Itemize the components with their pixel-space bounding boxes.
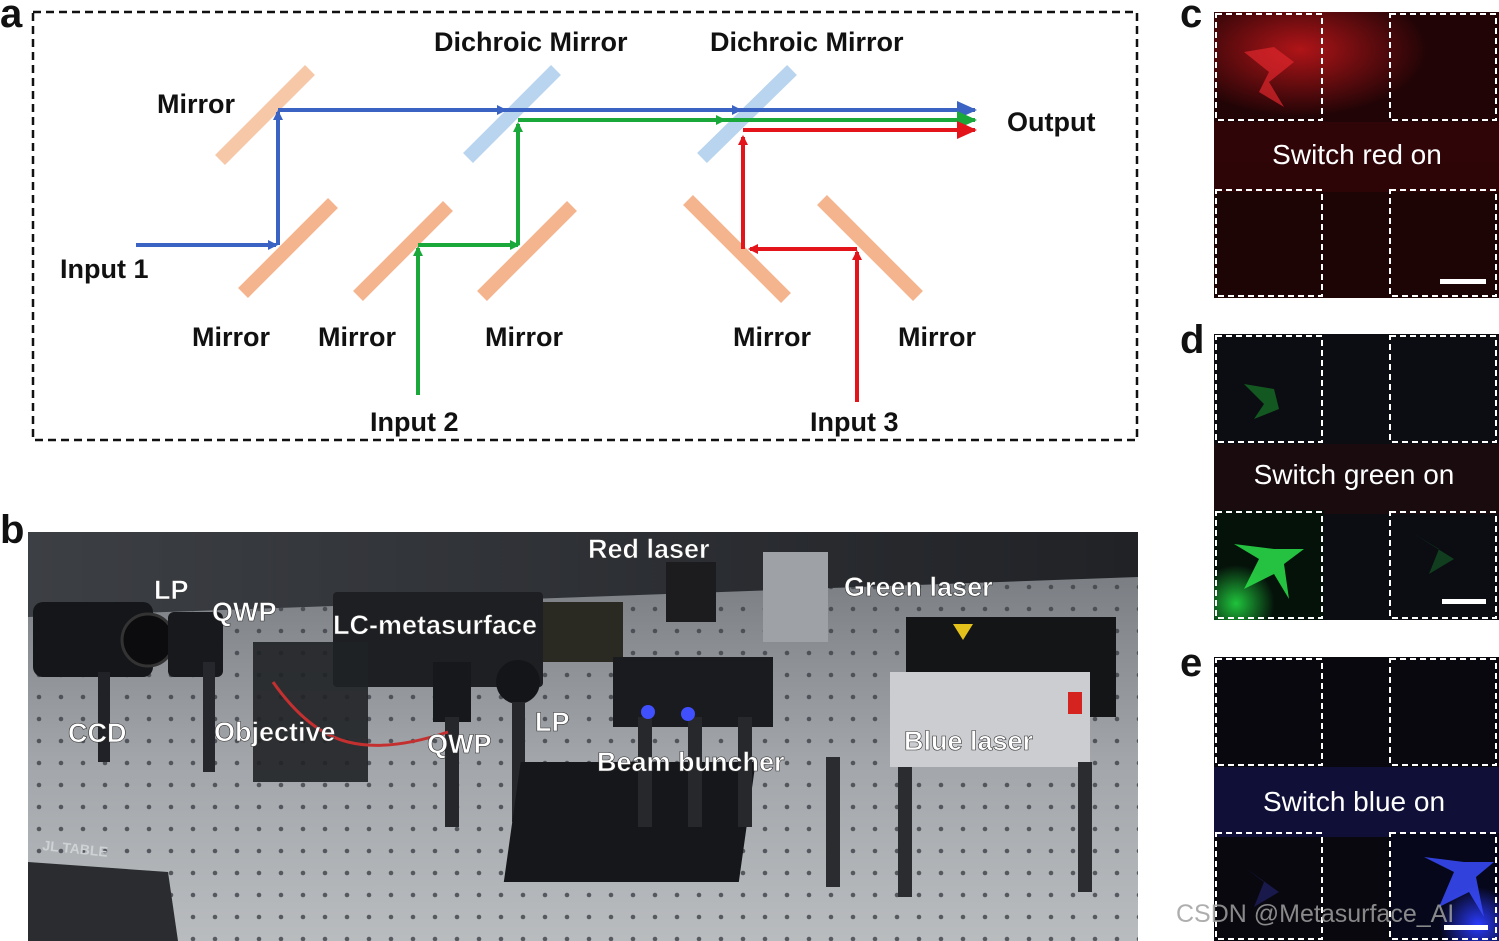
diagram-frame: [31, 10, 1139, 442]
dichroic-mirror-2: [697, 64, 797, 164]
beam-buncher-base: [503, 762, 756, 882]
label-blue-laser: Blue laser: [904, 726, 1034, 756]
watermark: CSDN @Metasurface_AI: [1176, 900, 1455, 928]
table-edge: [28, 862, 178, 941]
label-qwp-2: QWP: [427, 729, 492, 759]
label-objective: Objective: [214, 717, 336, 747]
label-lc-metasurface: LC-metasurface: [333, 610, 537, 640]
caption-blue: Switch blue on: [1263, 786, 1445, 817]
label-input-2: Input 2: [370, 407, 459, 437]
blue-beam: [136, 101, 977, 250]
label-mirror-1: Mirror: [192, 322, 271, 352]
panel-label-d: d: [1180, 318, 1205, 362]
optical-setup-diagram: Mirror Dichroic Mirror Dichroic Mirror O…: [31, 10, 1139, 442]
red-beam: [738, 121, 977, 402]
green-laser-body: [763, 552, 828, 642]
label-green-laser: Green laser: [844, 572, 993, 602]
scale-bar: [1444, 925, 1488, 930]
label-input-3: Input 3: [810, 407, 899, 437]
mirror-input3-left: [683, 195, 791, 303]
panel-label-c: c: [1180, 0, 1203, 36]
label-dichroic-2: Dichroic Mirror: [710, 27, 904, 57]
label-mirror-5: Mirror: [898, 322, 977, 352]
setup-photo: JL TABLE Red laser Green laser LP: [28, 532, 1138, 941]
red-laser-body: [666, 562, 716, 622]
caption-red: Switch red on: [1272, 139, 1442, 170]
label-red-laser: Red laser: [588, 534, 710, 564]
label-lp-2: LP: [535, 707, 570, 737]
scale-bar: [1440, 279, 1486, 284]
label-ccd: CCD: [68, 718, 127, 748]
label-input-1: Input 1: [60, 254, 149, 284]
label-qwp-1: QWP: [212, 597, 277, 627]
mirror-input2-right: [477, 201, 577, 301]
ccd-camera: [33, 602, 153, 677]
table-brand: JL TABLE: [42, 837, 109, 860]
panel-label-b: b: [0, 508, 25, 552]
panel-label-a: a: [0, 0, 23, 36]
micrograph-green: Switch green on: [1214, 334, 1499, 620]
label-dichroic-1: Dichroic Mirror: [434, 27, 628, 57]
label-mirror-2: Mirror: [318, 322, 397, 352]
lc-metasurface-device: [333, 592, 543, 687]
label-output: Output: [1007, 107, 1095, 137]
equipment: [33, 552, 1116, 897]
micrograph-red: Switch red on: [1214, 12, 1499, 298]
mirror-input3-right: [817, 195, 923, 301]
dichroic-mirror-1: [463, 65, 561, 163]
caption-green: Switch green on: [1254, 459, 1455, 490]
mirror-top: [215, 65, 315, 165]
blue-laser-body: [890, 672, 1090, 767]
green-beam: [413, 111, 977, 395]
label-mirror-4: Mirror: [733, 322, 812, 352]
panel-label-e: e: [1180, 641, 1203, 685]
micrograph-blue: Switch blue on: [1214, 657, 1499, 941]
mirror-input1: [238, 198, 338, 298]
label-mirror-3: Mirror: [485, 322, 564, 352]
scale-bar: [1442, 599, 1486, 604]
mirror-elements: [215, 64, 923, 303]
label-beam-buncher: Beam buncher: [597, 747, 785, 777]
mirror-input2-left: [353, 201, 453, 301]
label-lp-1: LP: [154, 575, 189, 605]
label-mirror-top: Mirror: [157, 89, 236, 119]
